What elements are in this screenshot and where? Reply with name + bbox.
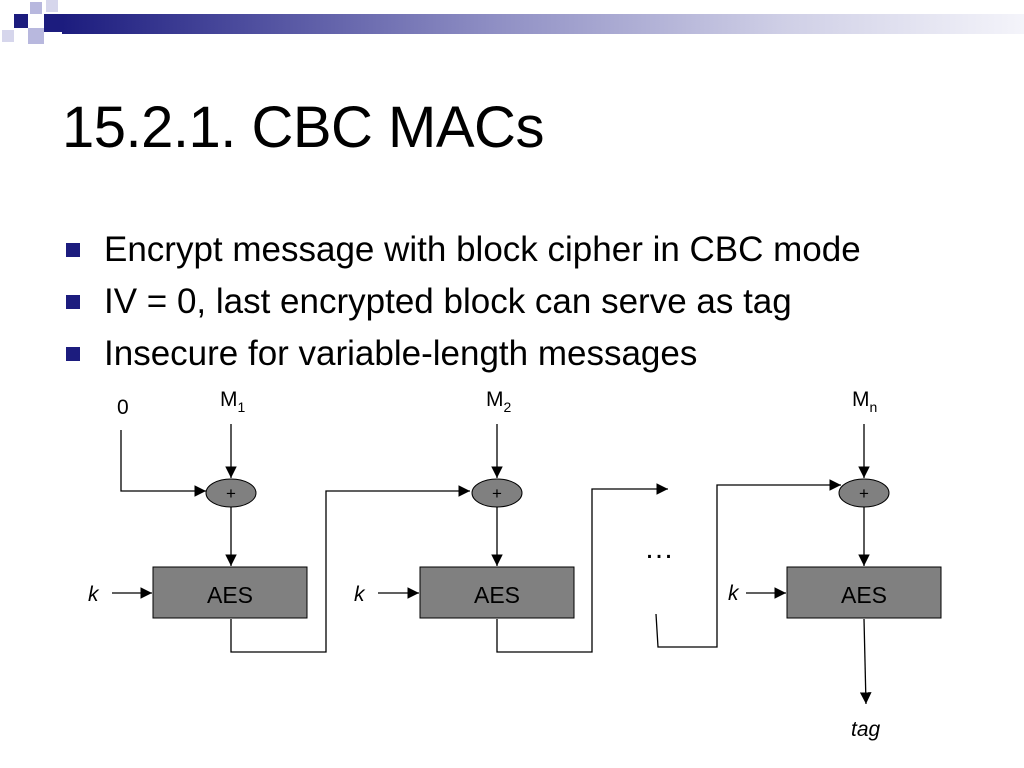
- bullet-item: IV = 0, last encrypted block can serve a…: [62, 276, 861, 328]
- xor-symbol: +: [226, 484, 236, 503]
- message-block-n-label: Mn: [852, 388, 877, 415]
- iv-label: 0: [117, 396, 129, 419]
- xor-symbol: +: [859, 484, 869, 503]
- slide-title: 15.2.1. CBC MACs: [62, 95, 544, 160]
- aes-block-label: AES: [841, 582, 887, 608]
- key-label: k: [728, 582, 740, 605]
- aes-block-label: AES: [474, 582, 520, 608]
- corner-decoration: [0, 0, 62, 44]
- bullet-item: Encrypt message with block cipher in CBC…: [62, 224, 861, 276]
- iv-arrow: [120, 430, 206, 497]
- key-label: k: [88, 583, 100, 606]
- xor-symbol: +: [492, 484, 502, 503]
- chain-1-to-2-line: [230, 485, 470, 653]
- aes-block-1: [152, 566, 308, 619]
- tag-label: tag: [851, 718, 881, 741]
- bullet-list: Encrypt message with block cipher in CBC…: [62, 224, 861, 380]
- aes-block-n: [786, 566, 942, 619]
- bullet-text: Encrypt message with block cipher in CBC…: [104, 230, 861, 269]
- aes-block-label: AES: [207, 582, 253, 608]
- bullet-text: IV = 0, last encrypted block can serve a…: [104, 282, 792, 321]
- aes-block-2: [419, 566, 575, 619]
- key-label: k: [354, 583, 366, 606]
- message-block-2-label: M2: [486, 388, 512, 415]
- ellipsis: …: [644, 532, 674, 565]
- tag-output-arrow: [859, 618, 872, 705]
- message-block-1-label: M1: [220, 388, 246, 415]
- square-bullet-icon: [66, 295, 80, 309]
- cbc-mac-diagram: 0 M1 + AES k M2 + AES k … Mn + AES k tag: [88, 388, 942, 741]
- title-band: [62, 14, 1024, 34]
- chain-n-in-line: [655, 479, 841, 648]
- square-bullet-icon: [66, 347, 80, 361]
- square-bullet-icon: [66, 243, 80, 257]
- chain-2-out-line: [496, 483, 668, 653]
- bullet-text: Insecure for variable-length messages: [104, 334, 698, 373]
- bullet-item: Insecure for variable-length messages: [62, 328, 861, 380]
